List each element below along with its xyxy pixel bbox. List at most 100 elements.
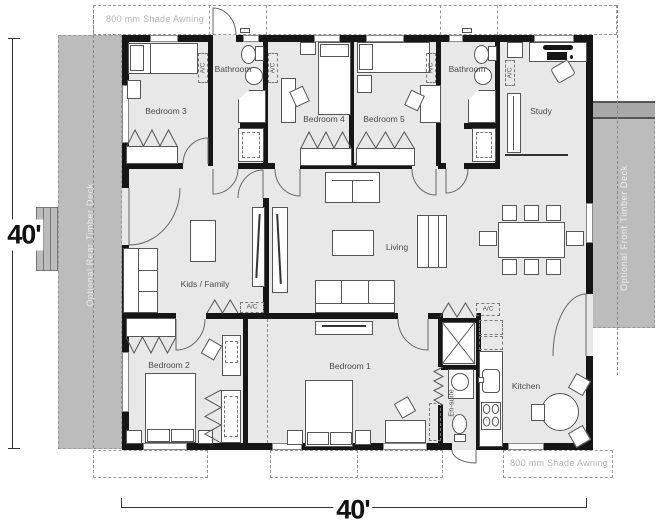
wall [438,313,443,367]
pillow [307,432,329,445]
desk-drawer [225,341,238,363]
dimension-label-bottom: 40' [333,494,373,526]
toilet [474,45,489,64]
wall [441,365,478,370]
wall [206,313,268,319]
coffee-table [332,230,374,256]
window [150,35,178,42]
window [383,443,427,450]
rear-deck [58,35,122,449]
door-swing-kids-family [238,170,263,198]
wall [428,313,443,319]
window [143,443,187,450]
nightstand [287,430,303,445]
wardrobe [356,148,415,166]
dimension-tick [121,498,122,508]
door-swing-front-entry [553,294,586,356]
room-label-living: Living [385,242,409,252]
door-swing-bedroom1 [398,319,428,350]
room-label-bedroom4: Bedroom 4 [303,114,345,124]
wardrobe-chevrons [127,130,177,146]
round-table [541,393,579,431]
desk [385,420,426,443]
wardrobe-chevrons [126,337,176,353]
loveseat-line [352,181,353,202]
room-label-bedroom1: Bedroom 1 [329,361,371,371]
shade-awning-bottom-outline [93,450,208,478]
door-swing-bathroom-left [213,169,238,194]
kitchen-counter [479,351,503,447]
vent [462,28,472,33]
ac-unit [198,53,208,83]
ac-label: A/C [199,62,207,74]
pillow [147,429,170,442]
window [314,35,340,42]
room-label-bedroom5: Bedroom 5 [363,114,405,124]
sink [474,67,492,85]
awning-guide [497,5,498,35]
pillow [320,44,349,57]
ac-unit [268,53,278,83]
side-table [127,80,141,99]
laptop [543,45,573,50]
dining-table [498,222,565,258]
door-swing-bedroom3 [183,138,208,164]
room-label-kitchen: Kitchen [511,381,541,391]
door-swing-wc-exterior [452,450,476,463]
door-swing-bathroom-right [446,169,468,193]
shower-screen [242,132,260,158]
dimension-label-left: 40' [4,219,44,251]
ac-label: A/C [269,62,277,74]
room-label-bedroom3: Bedroom 3 [145,106,187,116]
wardrobe [126,318,176,337]
sofa [315,280,395,313]
wall [263,198,269,319]
side-table [357,75,372,93]
shade-awning-bottom-label: 800 mm Shade Awning [510,458,609,468]
bookcase [507,93,521,153]
room-label-bedroom2: Bedroom 2 [148,360,190,370]
wardrobe [300,148,352,166]
wall [495,40,500,166]
wall [464,163,500,169]
sideboard [417,215,447,268]
vent [240,28,250,33]
dining-chair [524,205,539,221]
wall [236,35,593,42]
study-edge-line [505,154,568,156]
toilet-cistern [454,434,466,442]
wardrobe-chevrons [357,132,414,148]
pillow [171,429,194,442]
wall [438,163,446,169]
ac-label: A/C [427,62,435,74]
wall [441,318,478,323]
sofa-line [341,281,342,303]
window [508,443,544,450]
wall [300,163,412,169]
wall [248,313,398,319]
dimension-tick [8,38,20,39]
door-swing-bathroom-exterior [213,8,236,35]
room-label-bathroom-left: Bathroom [214,64,252,74]
wall [122,245,129,450]
door-swing-rear-entry [129,188,180,245]
sideboard-line [428,216,429,267]
window [243,35,259,42]
nightstand [126,430,142,444]
tv-unit [315,321,373,335]
door-swing-bedroom5 [412,169,436,195]
wall [129,163,183,169]
fridge [479,320,503,335]
wall [464,123,497,129]
ac-unit [240,302,264,313]
dining-chair [502,259,517,275]
ac-unit [476,303,500,316]
room-label-bathroom-right: Bathroom [448,64,486,74]
sofa [123,248,158,313]
front-deck-label: Optional Front Timber Deck [619,165,629,291]
dining-chair [546,259,561,275]
window [122,85,129,143]
window [366,35,404,42]
dining-chair [502,205,517,221]
